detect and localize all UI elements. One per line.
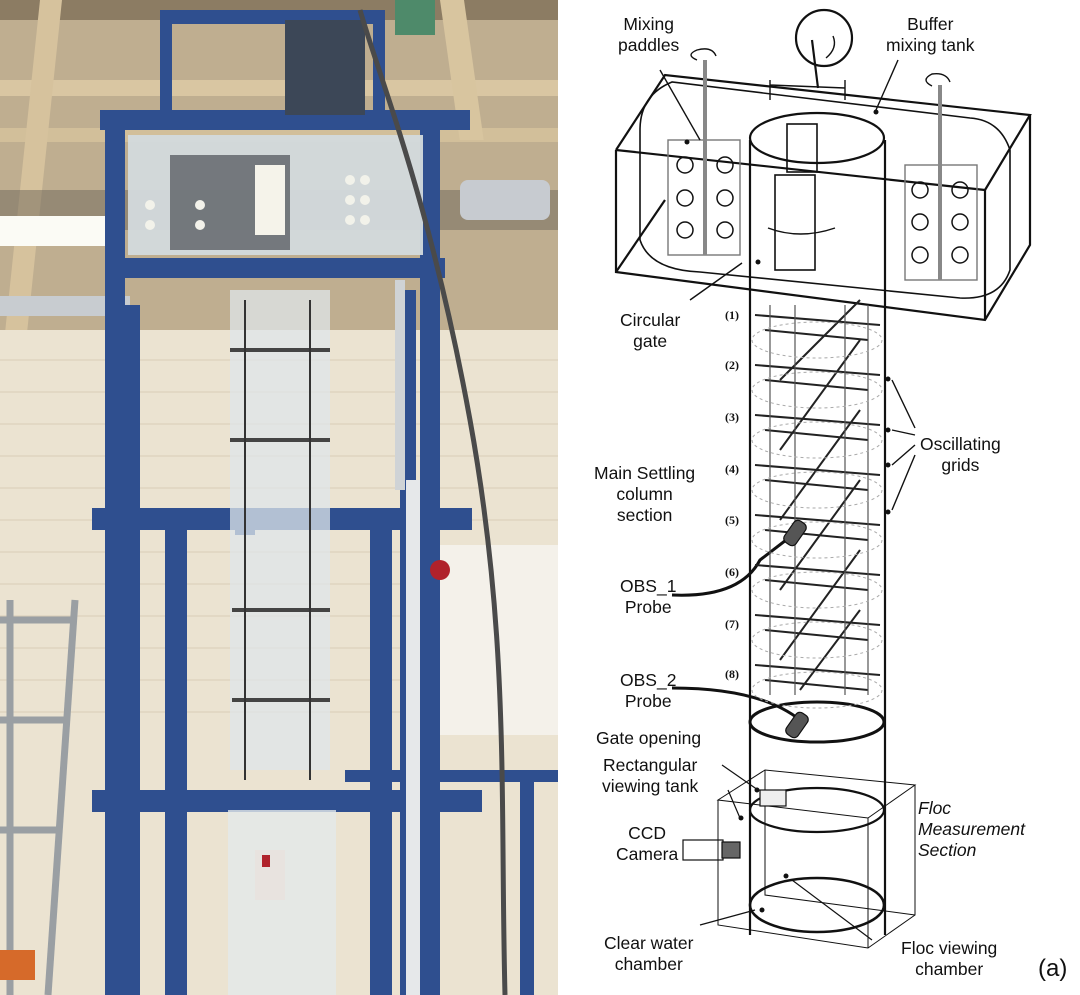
grid-number-8: (8) [725,667,739,681]
label-main-settling-column: Main Settling column section [594,463,695,526]
label-line: Measurement [918,819,1025,839]
label-line: Mixing [623,14,674,34]
label-obs1-probe: OBS_1 Probe [620,576,676,618]
apparatus-photo [0,0,558,995]
label-line: Floc [918,798,952,818]
label-mixing-paddles: Mixing paddles [618,14,679,56]
label-line: gate [633,331,668,351]
label-line: paddles [618,35,680,55]
label-rectangular-viewing-tank: Rectangular viewing tank [602,755,698,797]
grid-number-4: (4) [725,462,739,476]
label-line: OBS_1 [620,576,677,596]
label-line: Circular [620,310,681,330]
label-oscillating-grids: Oscillating grids [920,434,1001,476]
grid-number-1: (1) [725,308,739,322]
label-line: Clear water [604,933,694,953]
schematic-lines [614,8,1032,949]
label-obs2-probe: OBS_2 Probe [620,670,676,712]
label-line: OBS_2 [620,670,677,690]
label-line: mixing tank [886,35,975,55]
label-gate-opening: Gate opening [596,728,702,748]
label-clear-water-chamber: Clear water chamber [604,933,693,975]
grid-number-7: (7) [725,617,739,631]
label-floc-viewing-chamber: Floc viewing chamber [901,938,997,980]
label-line: Buffer [907,14,954,34]
panel-label: (a) [1038,955,1068,982]
label-line: CCD [628,823,667,843]
label-line: Section [918,840,977,860]
grid-number-5: (5) [725,513,739,527]
label-circular-gate: Circular gate [620,310,680,352]
label-floc-measurement-section: Floc Measurement Section [918,798,1025,861]
label-line: chamber [915,959,984,979]
label-line: viewing tank [602,776,699,796]
label-line: Oscillating [920,434,1001,454]
label-line: Main Settling [594,463,696,483]
grid-number-3: (3) [725,410,739,424]
label-line: Probe [624,597,672,617]
photo-illustration [0,0,558,995]
label-line: Floc viewing [901,938,998,958]
label-line: column [616,484,673,504]
label-ccd-camera: CCD Camera [616,823,678,865]
label-line: section [616,505,673,525]
label-line: Probe [624,691,672,711]
label-line: Camera [616,844,679,864]
label-buffer-mixing-tank: Buffer mixing tank [886,14,975,56]
grid-number-6: (6) [725,565,739,579]
label-line: chamber [614,954,683,974]
grid-number-2: (2) [725,358,739,372]
label-line: grids [941,455,980,475]
schematic-diagram: Mixing paddles Buffer mixing tank Circul… [558,0,1080,995]
label-line: Rectangular [602,755,698,775]
